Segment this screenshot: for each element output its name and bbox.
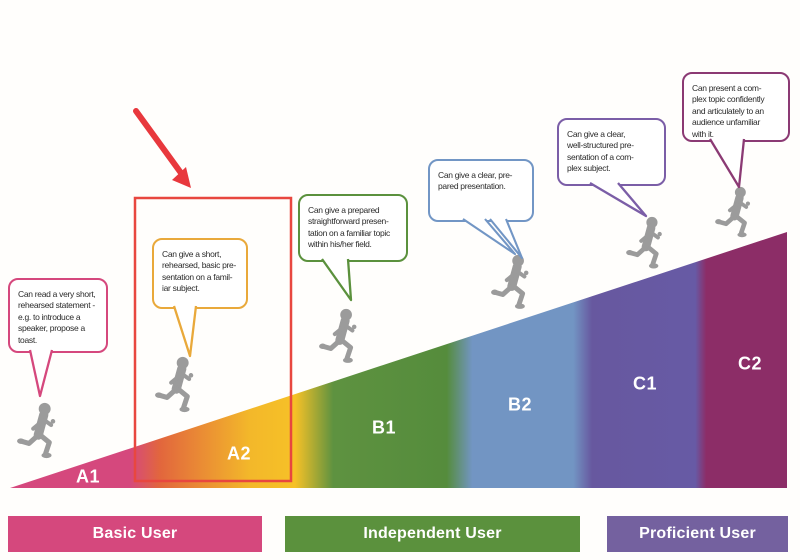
runner-icon bbox=[491, 255, 528, 309]
speech-bubble-a2-text: Can give a short, rehearsed, basic pre- … bbox=[162, 249, 237, 294]
band-proficient-user-label: Proficient User bbox=[639, 525, 756, 542]
band-independent-user-label: Independent User bbox=[363, 525, 502, 542]
speech-bubble-c1-text: Can give a clear, well-structured pre- s… bbox=[567, 129, 634, 174]
band-basic-user: Basic User bbox=[8, 516, 262, 552]
level-label-a2: A2 bbox=[226, 443, 252, 464]
speech-bubble-c1: Can give a clear, well-structured pre- s… bbox=[557, 118, 666, 186]
level-label-b2: B2 bbox=[507, 394, 533, 415]
band-basic-user-label: Basic User bbox=[92, 525, 178, 542]
level-label-c1: C1 bbox=[632, 373, 658, 394]
level-label-c2: C2 bbox=[737, 353, 763, 374]
runner-icon bbox=[626, 217, 662, 269]
band-proficient-user: Proficient User bbox=[607, 516, 788, 552]
speech-bubble-a1-text: Can read a very short, rehearsed stateme… bbox=[18, 289, 96, 345]
proficiency-wedge bbox=[10, 232, 787, 488]
speech-bubble-a1: Can read a very short, rehearsed stateme… bbox=[8, 278, 108, 353]
runner-icon bbox=[17, 403, 55, 458]
speech-bubble-b1: Can give a prepared straightforward pres… bbox=[298, 194, 408, 262]
level-label-b1: B1 bbox=[371, 417, 397, 438]
speech-bubble-c2-text: Can present a com- plex topic confidentl… bbox=[692, 83, 765, 139]
highlight-rectangle-a2 bbox=[133, 196, 293, 483]
speech-bubble-b2: Can give a clear, pre- pared presentatio… bbox=[428, 159, 534, 222]
speech-bubble-b2-text: Can give a clear, pre- pared presentatio… bbox=[438, 170, 513, 192]
runner-icon bbox=[155, 357, 193, 412]
runner-icon bbox=[319, 309, 356, 363]
speech-bubble-a2: Can give a short, rehearsed, basic pre- … bbox=[152, 238, 248, 309]
runner-icon bbox=[715, 187, 750, 237]
level-label-a1: A1 bbox=[75, 466, 101, 487]
highlight-arrow-icon bbox=[133, 108, 191, 188]
speech-bubble-b1-text: Can give a prepared straightforward pres… bbox=[308, 205, 390, 250]
band-independent-user: Independent User bbox=[285, 516, 580, 552]
speech-bubble-c2: Can present a com- plex topic confidentl… bbox=[682, 72, 790, 142]
